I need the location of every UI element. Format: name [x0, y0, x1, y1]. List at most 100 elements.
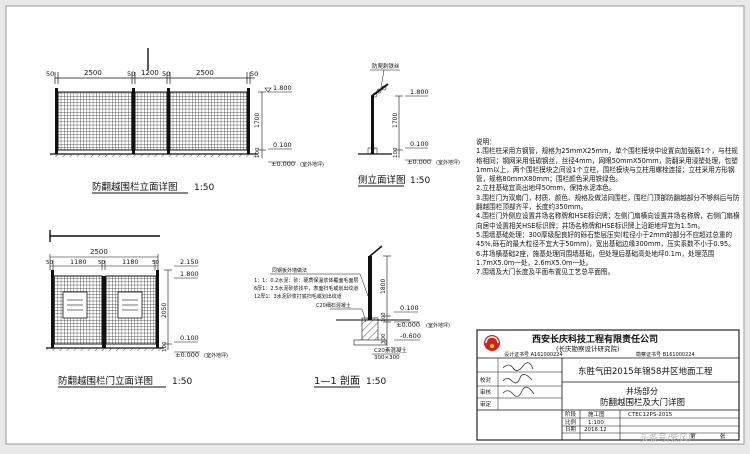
gate-dim-4: 50: [152, 260, 159, 266]
drawing-number: CTEC12PS-2015: [628, 412, 673, 418]
date-value: 2016.12: [584, 427, 607, 433]
note-item-6: 6.井场横基础2座，施基处理同围墙基础，但处理后基础高处地坪0.1m，处理范围1…: [476, 249, 715, 267]
gate-elevation-title: 防翻越围栏门立面详图: [58, 375, 153, 387]
section-level-ground: ±0.000: [396, 321, 420, 329]
drawing-name: 防翻越围栏及大门详图: [600, 397, 685, 408]
fence-elevation-scale: 1:50: [194, 183, 214, 193]
signature-2: [502, 374, 533, 384]
date-label: 日期: [565, 426, 577, 433]
fence-elevation-title: 防翻越围栏立面详图: [92, 181, 178, 193]
level-ground: ±0.000: [271, 160, 295, 168]
callout-2: 6厚1：2.5水泥砂浆找平，表面扫毛或划出纹道: [254, 285, 358, 292]
stage-label: 阶段: [565, 410, 577, 418]
section-dim-base: 100: [381, 312, 387, 322]
dim-panel-mid: 1200: [141, 69, 159, 77]
level-top: 1.800: [273, 84, 292, 92]
section-title: 1—1 剖面: [314, 374, 360, 387]
cert-right: 勘察证书号 B161000224: [636, 351, 695, 358]
side-dim-base: 100: [393, 147, 399, 158]
side-elevation-scale: 1:50: [410, 176, 430, 186]
dim-post-right: 50: [250, 70, 258, 78]
gate-level-top: 2.150: [180, 258, 199, 266]
gate-dim-base: 100: [162, 341, 168, 352]
note-item-3: 3.围栏门为双扇门，材质、颜色、规格及做法同围栏，围栏门顶部防翻越部分不够斜后与…: [476, 193, 740, 212]
note-item-7: 7.围墙及大门长度及平面布置见工艺总平面图。: [476, 268, 615, 277]
fence-elevation: 50 2500 50 1200 50 2500 50 1700 100 1.80…: [46, 48, 324, 194]
level-base: 0.100: [273, 141, 292, 149]
section-1-1: 同钢板外墙做法 1：1：0.2水泥：砂：硬质保温浆体覆面毛面层 6厚1：2.5水…: [254, 245, 450, 388]
gate-elevation-scale: 1:50: [172, 377, 192, 387]
level-ground-note: (室外地坪): [300, 161, 324, 168]
gate-elevation: 2500 50 1180 50 1180 50 2050 100 2.150: [46, 230, 228, 388]
gate-dim-3: 1180: [122, 258, 139, 266]
callout-0: 同钢板外墙做法: [272, 267, 307, 274]
section-level-bottom: -0.600: [400, 332, 421, 340]
note-item-2: 2.立柱基础宜高出地坪50mm，保持水泥本色。: [476, 184, 616, 193]
foundation-note: C20素混凝土: [374, 346, 407, 354]
gate-dim-total: 2500: [90, 248, 108, 256]
section-level-note: (室外地坪): [426, 322, 450, 329]
gate-dim-1: 1180: [70, 258, 87, 266]
dim-panel-right: 2500: [196, 69, 214, 77]
notes-heading: 说明：: [476, 138, 496, 146]
note-item-1: 1.围栏柱采用方钢管，规格为25mmX25mm，单个围栏模块中设置向加强筋1个，…: [476, 147, 738, 184]
gate-level-base: 0.100: [180, 334, 199, 342]
company-logo-icon: [484, 335, 500, 351]
section-dim-height: 1800: [380, 279, 387, 294]
role-approve: 审定: [480, 400, 492, 408]
scale-label: 比例: [565, 418, 577, 426]
dim-post-mid-right: 50: [162, 70, 170, 78]
title-block: 西安长庆科技工程有限责任公司 (长庆勘察设计研究院) 设计证书号 A161000…: [476, 329, 740, 441]
stage-value: 施工图: [588, 410, 605, 418]
side-level-top: 1.800: [410, 88, 429, 96]
gravel-base: [353, 339, 387, 346]
side-level-note: (室外地坪): [436, 159, 460, 166]
side-level-ground: ±0.000: [407, 158, 431, 166]
company-name: 西安长庆科技工程有限责任公司: [532, 333, 658, 345]
gate-dim-2: 50: [98, 260, 105, 266]
dim-height-base: 100: [255, 147, 261, 158]
gate-level-ground: ±0.000: [175, 351, 199, 359]
dim-panel-left: 2500: [84, 69, 102, 77]
role-check: 校对: [480, 376, 492, 384]
project-name: 东胜气田2015年锦58井区地面工程: [578, 366, 713, 377]
side-dim-height: 1700: [392, 113, 399, 128]
sheet-value: 张: [720, 432, 726, 440]
gate-dim-height: 2050: [161, 303, 168, 318]
cert-left: 设计证书号 A161000224: [504, 351, 563, 358]
dim-post-left: 50: [46, 70, 54, 78]
side-elevation-title: 侧立面详图: [358, 174, 406, 186]
gate-level-note: (室外地坪): [204, 352, 228, 359]
section-level-base: 0.100: [400, 304, 419, 312]
callout-4: C20细石混凝土: [316, 302, 351, 309]
note-item-5: 5.围墙基础处理：300厚级配良好的砾石垫层压实(粒径小于2mm的部分不应超过总…: [476, 230, 735, 249]
watermark: 头条号/紫风厂: [640, 432, 697, 444]
callout-3: 12厚1：3水泥砂浆打底扫毛或划出纹道: [254, 293, 342, 300]
gate-dim-0: 50: [46, 260, 53, 266]
side-elevation: 防爬刺铁丝 1700 100 1.800 0.100 ±0.000 (室外地坪)…: [358, 62, 460, 187]
role-review: 审核: [480, 388, 492, 396]
signature-1: [502, 362, 534, 371]
scale-value: 1:100: [588, 420, 604, 426]
dim-post-mid-left: 50: [127, 70, 135, 78]
callout-1: 1：1：0.2水泥：砂：硬质保温浆体覆面毛面层: [254, 277, 358, 284]
post-footing: [361, 317, 379, 343]
fence-mesh-right: [169, 91, 248, 151]
gate-level-fence: 1.800: [180, 270, 199, 278]
wire-callout: 防爬刺铁丝: [372, 62, 400, 70]
sheet-label: 第: [690, 432, 696, 440]
institute-name: (长庆勘察设计研究院): [556, 344, 620, 353]
note-item-4: 4.围栏门外侧应设置井场名称牌和HSE标识牌；左侧门扇横向设置井场名称牌，右侧门…: [476, 212, 740, 230]
part-name: 井场部分: [626, 386, 658, 396]
section-callouts: 同钢板外墙做法 1：1：0.2水泥：砂：硬质保温浆体覆面毛面层 6厚1：2.5水…: [254, 267, 369, 323]
notes-block: 说明： 1.围栏柱采用方钢管，规格为25mmX25mm，单个围栏模块中设置向加强…: [476, 138, 742, 277]
section-scale: 1:50: [366, 377, 386, 387]
signature-3: [502, 386, 535, 397]
fence-mesh-mid: [134, 91, 168, 151]
section-dim-footing: 300: [381, 333, 387, 344]
side-level-base: 0.100: [410, 140, 429, 148]
foundation-dim: 300×300: [374, 355, 400, 361]
dim-height-main: 1700: [254, 113, 261, 128]
